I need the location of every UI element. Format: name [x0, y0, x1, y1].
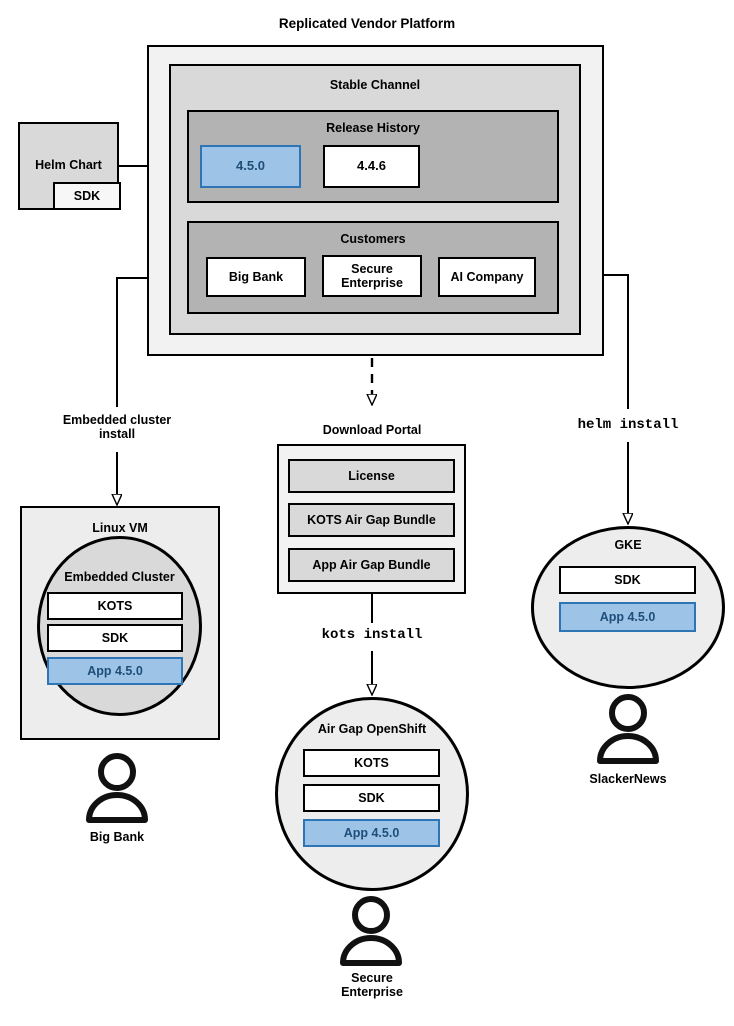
airgap-openshift-component-kots[interactable]: KOTS: [303, 749, 440, 777]
gke-component-app[interactable]: App 4.5.0: [559, 602, 696, 632]
component-label: KOTS: [354, 756, 389, 770]
helm-chart-sdk-label: SDK: [73, 189, 101, 203]
customer-label: AI Company: [450, 270, 524, 284]
linux-vm-component-app[interactable]: App 4.5.0: [47, 657, 183, 685]
artifact-label: KOTS Air Gap Bundle: [307, 513, 436, 527]
component-label: SDK: [358, 791, 385, 805]
gke-component-sdk[interactable]: SDK: [559, 566, 696, 594]
release-version-label: 4.4.6: [357, 158, 386, 174]
component-label: KOTS: [97, 599, 133, 613]
download-portal-artifact-kots-airgap-bundle[interactable]: KOTS Air Gap Bundle: [288, 503, 455, 537]
download-portal-artifact-license[interactable]: License: [288, 459, 455, 493]
artifact-label: License: [348, 469, 395, 483]
component-label: SDK: [614, 573, 641, 587]
person-icon-slackernews: [597, 694, 659, 764]
stable-channel-label: Stable Channel: [329, 78, 421, 92]
person-icon-secure-enterprise: [340, 896, 402, 966]
component-label: App 4.5.0: [343, 826, 400, 840]
release-version-label: 4.5.0: [236, 158, 265, 174]
customer-label: Secure Enterprise: [341, 262, 403, 290]
component-label: App 4.5.0: [599, 610, 656, 624]
linux-vm-component-kots[interactable]: KOTS: [47, 592, 183, 620]
linux-vm-component-sdk[interactable]: SDK: [47, 624, 183, 652]
helm-chart-label: Helm Chart: [35, 158, 102, 172]
artifact-label: App Air Gap Bundle: [312, 558, 431, 572]
component-label: SDK: [101, 631, 129, 645]
helm-chart-sdk-box[interactable]: SDK: [53, 182, 121, 210]
airgap-openshift-component-app[interactable]: App 4.5.0: [303, 819, 440, 847]
person-icon-big-bank: [86, 753, 148, 823]
download-portal-artifact-app-airgap-bundle[interactable]: App Air Gap Bundle: [288, 548, 455, 582]
customer-big-bank-box[interactable]: Big Bank: [206, 257, 306, 297]
release-4-5-0-box[interactable]: 4.5.0: [200, 145, 301, 188]
customers-label: Customers: [340, 232, 406, 246]
page-title: Replicated Vendor Platform: [278, 16, 456, 31]
component-label: App 4.5.0: [87, 664, 143, 678]
customer-secure-enterprise-box[interactable]: Secure Enterprise: [322, 255, 422, 297]
customer-label: Big Bank: [228, 270, 284, 284]
customer-ai-company-box[interactable]: AI Company: [438, 257, 536, 297]
release-history-label: Release History: [326, 121, 420, 135]
linux-vm-label: Linux VM: [92, 521, 148, 535]
release-4-4-6-box[interactable]: 4.4.6: [323, 145, 420, 188]
airgap-openshift-component-sdk[interactable]: SDK: [303, 784, 440, 812]
